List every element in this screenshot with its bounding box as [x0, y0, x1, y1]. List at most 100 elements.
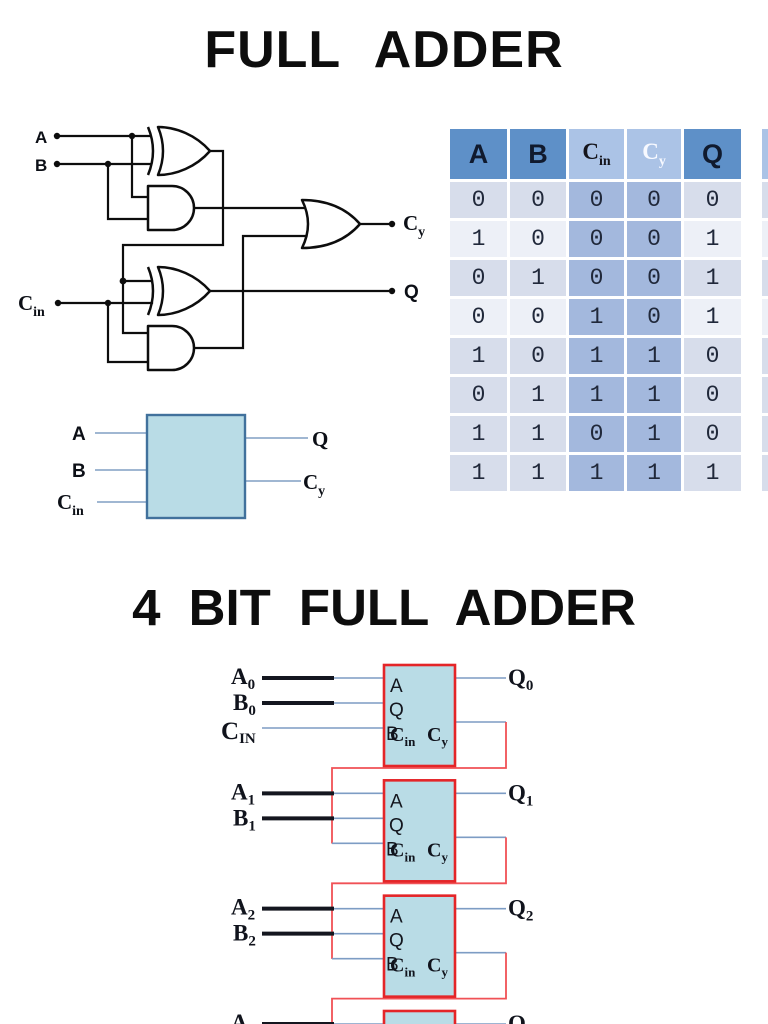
block-input-label-cin: Cin [57, 490, 84, 519]
circuit-junction-dots [53, 132, 396, 307]
truth-table-cell: 1 [684, 299, 741, 335]
truth-table-cell: 1 [569, 377, 624, 413]
block-output-label-q: Q [312, 427, 328, 451]
truth-table-cell: 0 [510, 221, 566, 257]
svg-text:Cin: Cin [390, 724, 416, 749]
svg-text:Q0: Q0 [508, 665, 533, 694]
cropped-cell [762, 416, 768, 452]
truth-table-header-cin: Cin [569, 129, 624, 179]
svg-text:Q: Q [389, 700, 404, 721]
truth-table-header-b: B [510, 129, 566, 179]
and2-gate [146, 324, 196, 372]
svg-text:Q: Q [389, 931, 404, 952]
cropped-cell [762, 377, 768, 413]
truth-table-cell: 0 [684, 416, 741, 452]
block-input-label-b: B [72, 461, 86, 482]
cropped-cell [762, 455, 768, 491]
truth-table-cell: 0 [627, 260, 681, 296]
circuit-input-label-a: A [35, 128, 47, 147]
truth-table-cell: 1 [450, 338, 507, 374]
truth-table-cell: 1 [510, 377, 566, 413]
svg-text:Q1: Q1 [508, 780, 533, 809]
circuit-wires [55, 134, 394, 364]
cropped-cell [762, 182, 768, 218]
truth-table-cell: 1 [684, 260, 741, 296]
full-adder-block-diagram: A B Cin Q Cy [57, 413, 328, 520]
svg-text:B: B [386, 955, 399, 976]
circuit-input-label-b: B [35, 156, 47, 175]
svg-text:A: A [390, 676, 403, 697]
svg-text:A: A [390, 791, 403, 812]
svg-text:A0: A0 [231, 664, 255, 693]
svg-text:A2: A2 [231, 895, 255, 924]
svg-text:CIN: CIN [221, 718, 256, 747]
svg-text:B0: B0 [233, 690, 256, 719]
truth-table-cell: 0 [450, 377, 507, 413]
truth-table-cell: 1 [510, 455, 566, 491]
cropped-cell [762, 129, 768, 179]
svg-text:A: A [390, 1022, 403, 1024]
truth-table-cell: 0 [627, 299, 681, 335]
svg-text:Cy: Cy [427, 724, 448, 749]
truth-table-cell: 1 [569, 299, 624, 335]
truth-table-cell: 0 [684, 182, 741, 218]
page-title: FULL ADDER [204, 21, 564, 79]
truth-table-cell: 1 [569, 455, 624, 491]
truth-table-cell: 1 [450, 416, 507, 452]
or-gate [300, 198, 362, 250]
truth-table-cell: 0 [569, 416, 624, 452]
truth-table-cell: 1 [450, 221, 507, 257]
truth-table-cell: 1 [569, 338, 624, 374]
truth-table-cell: 1 [627, 416, 681, 452]
cropped-cell [762, 299, 768, 335]
cropped-cell [762, 260, 768, 296]
truth-table-header-a: A [450, 129, 507, 179]
svg-text:Cin: Cin [390, 955, 416, 980]
cropped-cell [762, 221, 768, 257]
adder-stage-2: A Q B Cin Cy A2 B2 Q2 [231, 894, 533, 1024]
truth-table-cell: 0 [510, 182, 566, 218]
truth-table-cell: 1 [627, 455, 681, 491]
xor1-gate [146, 125, 212, 177]
truth-table-cell: 1 [450, 455, 507, 491]
svg-text:A1: A1 [231, 779, 255, 808]
block-input-label-a: A [72, 424, 86, 445]
cropped-cell [762, 338, 768, 374]
full-adder-gate-circuit: A B Cin Cy Q [18, 125, 425, 372]
truth-table-cell: 0 [684, 377, 741, 413]
truth-table-cell: 1 [684, 455, 741, 491]
truth-table-cell: 0 [569, 260, 624, 296]
truth-table-cell: 0 [450, 260, 507, 296]
truth-table-cell: 0 [569, 182, 624, 218]
svg-text:B: B [386, 839, 399, 860]
svg-text:Q: Q [389, 815, 404, 836]
truth-table-cell: 0 [510, 299, 566, 335]
four-bit-adder-diagram: A Q B Cin Cy A0 B0 CIN Q0 A Q [221, 663, 533, 1024]
svg-text:A3: A3 [231, 1010, 255, 1024]
truth-table-cell: 1 [627, 377, 681, 413]
svg-text:Q2: Q2 [508, 896, 533, 925]
truth-table-cell: 0 [627, 182, 681, 218]
svg-text:Cin: Cin [390, 839, 416, 864]
circuit-output-label-cy: Cy [403, 211, 425, 240]
and1-gate [146, 184, 196, 232]
truth-table-cell: 1 [684, 221, 741, 257]
truth-table-cell: 1 [510, 416, 566, 452]
svg-text:Cy: Cy [427, 955, 448, 980]
adder-stage-0: A Q B Cin Cy A0 B0 CIN Q0 [221, 663, 533, 844]
truth-table-cell: 0 [450, 299, 507, 335]
svg-text:B2: B2 [233, 921, 256, 950]
svg-text:Q3: Q3 [508, 1011, 533, 1024]
truth-table-cell: 0 [569, 221, 624, 257]
truth-table-cropped-column [762, 126, 768, 494]
adder-stage-1: A Q B Cin Cy A1 B1 Q1 [231, 779, 533, 959]
truth-table-cell: 1 [627, 338, 681, 374]
svg-text:A: A [390, 907, 403, 928]
truth-table-cell: 1 [510, 260, 566, 296]
adder-stage-3: A Q B Cin Cy A3 Q3 [231, 1009, 533, 1024]
truth-table-cell: 0 [627, 221, 681, 257]
truth-table-cell: 0 [450, 182, 507, 218]
svg-text:B1: B1 [233, 805, 256, 834]
